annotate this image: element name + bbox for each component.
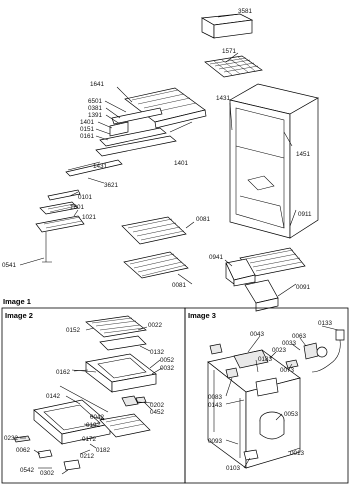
callout-0022: 0022	[148, 322, 163, 329]
callout-0143: 0143	[208, 402, 223, 409]
leader-lines-image1	[19, 13, 297, 297]
callout-0101: 0101	[78, 194, 93, 201]
callout-0052: 0052	[160, 357, 175, 364]
callout-0053: 0053	[284, 411, 299, 418]
image3-parts	[207, 329, 345, 469]
callout-3581: 3581	[238, 8, 253, 15]
callout-0541: 0541	[2, 262, 17, 269]
callout-1571: 1571	[222, 48, 237, 55]
image1-label: Image 1	[3, 297, 31, 306]
callout-0083: 0083	[208, 394, 223, 401]
callout-0042: 0042	[90, 414, 105, 421]
callout-0941: 0941	[209, 254, 224, 261]
callout-1391: 1391	[88, 112, 103, 119]
trim-parts	[35, 159, 123, 263]
glass-shelves	[121, 216, 189, 279]
callout-0062: 0062	[16, 447, 31, 454]
leader-lines-image2	[20, 326, 163, 475]
callout-1801: 1801	[70, 204, 85, 211]
callout-0091: 0091	[296, 284, 311, 291]
callout-0043: 0043	[250, 331, 265, 338]
callout-0452: 0452	[150, 409, 165, 416]
callout-1401-b: 1401	[174, 160, 189, 167]
callout-0182: 0182	[96, 447, 111, 454]
callout-1641: 1641	[90, 81, 105, 88]
callout-0183: 0183	[258, 356, 273, 363]
callout-6501: 6501	[88, 98, 103, 105]
callout-0232: 0232	[4, 435, 19, 442]
leader-lines-image3	[225, 325, 339, 469]
callout-0381: 0381	[88, 105, 103, 112]
callout-3621: 3621	[104, 182, 119, 189]
callout-0093: 0093	[208, 438, 223, 445]
callout-0152: 0152	[66, 327, 81, 334]
crisper-drawers	[225, 247, 306, 312]
wire-shelf-top	[204, 55, 263, 78]
callout-0142: 0142	[46, 393, 61, 400]
callout-0063: 0063	[292, 333, 307, 340]
callout-0033: 0033	[282, 340, 297, 347]
callout-0202: 0202	[150, 402, 165, 409]
callout-0023: 0023	[272, 347, 287, 354]
callout-0161: 0161	[80, 133, 95, 140]
callout-1431-a: 1431	[93, 163, 108, 170]
image3-label: Image 3	[188, 311, 216, 320]
freezer-shelf-assembly	[95, 87, 207, 157]
callout-0133: 0133	[318, 320, 333, 327]
image2-parts	[13, 315, 157, 471]
callout-0302: 0302	[40, 470, 55, 477]
image3-frame	[184, 307, 349, 484]
callout-1021: 1021	[82, 214, 97, 221]
callout-1431-b: 1431	[216, 95, 231, 102]
callout-0162: 0162	[56, 369, 71, 376]
callout-1451: 1451	[296, 151, 311, 158]
callout-0151: 0151	[80, 126, 95, 133]
callout-0212: 0212	[80, 453, 95, 460]
callout-0013: 0013	[290, 450, 305, 457]
callout-1401-a: 1401	[80, 119, 95, 126]
callout-0081-a: 0081	[196, 216, 211, 223]
callout-0081-b: 0081	[172, 282, 187, 289]
callout-0103: 0103	[226, 465, 241, 472]
callout-0192: 0192	[86, 422, 101, 429]
refrigerator-cabinet	[229, 83, 319, 239]
top-bin-part	[200, 13, 254, 39]
image2-label: Image 2	[5, 311, 33, 320]
callout-0172: 0172	[82, 436, 97, 443]
callout-0542: 0542	[20, 467, 35, 474]
callout-0911: 0911	[298, 211, 312, 218]
callout-0073: 0073	[280, 367, 295, 374]
callout-0032: 0032	[160, 365, 175, 372]
callout-0132: 0132	[150, 349, 165, 356]
